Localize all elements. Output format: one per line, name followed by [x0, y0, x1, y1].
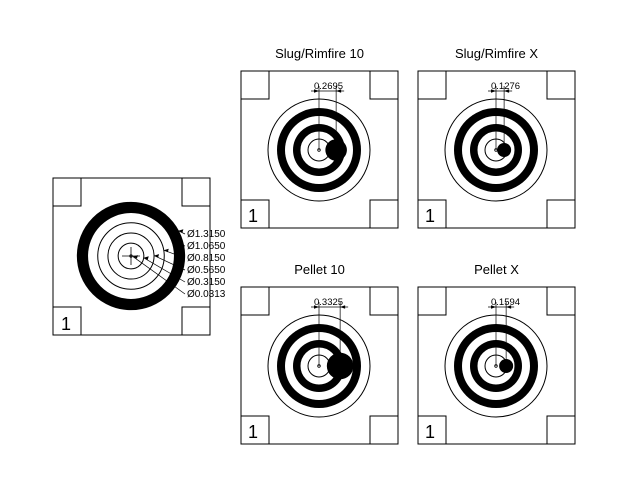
corner-mark-tr: [181, 177, 211, 207]
offset-dimension-label: 0.3325: [314, 297, 343, 308]
corner-mark: [240, 415, 270, 445]
diameter-label-3: Ø0.5650: [187, 265, 226, 276]
variant-targets: Slug/Rimfire 10 0.2695 1 Slug/Rimfire X 0.12…: [240, 46, 576, 445]
leader-arrow-3: [154, 254, 160, 258]
dimension-arrow: [504, 89, 510, 93]
leader-arrow-5: [132, 255, 138, 259]
diameter-label-4: Ø0.3150: [187, 277, 226, 288]
corner-mark: [546, 70, 576, 100]
corner-mark-bl: [52, 306, 82, 336]
ring-3: [107, 232, 155, 280]
corner-mark: [546, 415, 576, 445]
corner-mark-br: [181, 306, 211, 336]
diameter-label-0: Ø1.3150: [187, 229, 226, 240]
corner-mark: [369, 415, 399, 445]
corner-mark: [240, 286, 270, 316]
leader-arrow-0: [178, 229, 184, 233]
variant-card-2: Slug/Rimfire X 0.1276 1: [417, 46, 576, 229]
dimension-arrow: [491, 89, 496, 93]
corner-mark: [240, 199, 270, 229]
main-target-card: Ø1.3150Ø1.0650Ø0.8150Ø0.5650Ø0.3150Ø0.03…: [52, 177, 226, 336]
variant-title: Pellet X: [474, 262, 519, 277]
corner-mark: [369, 70, 399, 100]
dimension-arrow: [491, 305, 496, 309]
corner-mark: [546, 199, 576, 229]
variant-card-4: Pellet X 0.1594 1: [417, 262, 576, 445]
dimension-arrow: [314, 89, 319, 93]
main-target-number: 1: [61, 314, 71, 334]
corner-mark: [417, 70, 447, 100]
corner-mark: [369, 286, 399, 316]
leader-line-5: [132, 256, 186, 295]
diameter-label-5: Ø0.0313: [187, 289, 226, 300]
leader-arrow-4: [143, 256, 149, 260]
offset-dimension-label: 0.1594: [491, 297, 520, 308]
leader-line-3: [153, 255, 186, 271]
dimension-arrow: [336, 89, 342, 93]
dimension-arrow: [314, 305, 319, 309]
corner-mark: [546, 286, 576, 316]
offset-dimension-label: 0.2695: [314, 81, 343, 92]
ring-2: [97, 222, 165, 290]
target-number: 1: [248, 422, 258, 442]
target-number: 1: [425, 422, 435, 442]
variant-card-3: Pellet 10 0.3325 1: [240, 262, 399, 445]
ring-4: [117, 242, 145, 270]
offset-dimension-label: 0.1276: [491, 81, 520, 92]
leader-line-4: [143, 257, 186, 283]
diameter-label-2: Ø0.8150: [187, 253, 226, 264]
leader-arrow-2: [163, 248, 169, 253]
diameter-labels: Ø1.3150Ø1.0650Ø0.8150Ø0.5650Ø0.3150Ø0.03…: [187, 229, 226, 300]
variant-title: Pellet 10: [294, 262, 345, 277]
corner-mark: [417, 199, 447, 229]
corner-mark: [240, 70, 270, 100]
diameter-label-1: Ø1.0650: [187, 241, 226, 252]
variant-title: Slug/Rimfire 10: [275, 46, 364, 61]
target-number: 1: [248, 206, 258, 226]
corner-mark-tl: [52, 177, 82, 207]
dimension-arrow: [340, 305, 346, 309]
corner-mark: [417, 415, 447, 445]
target-number: 1: [425, 206, 435, 226]
variant-title: Slug/Rimfire X: [455, 46, 538, 61]
variant-card-1: Slug/Rimfire 10 0.2695 1: [240, 46, 399, 229]
corner-mark: [369, 199, 399, 229]
corner-mark: [417, 286, 447, 316]
diameter-leader-lines: [132, 229, 186, 295]
dimension-arrow: [506, 305, 512, 309]
leader-arrow-1: [172, 240, 178, 244]
